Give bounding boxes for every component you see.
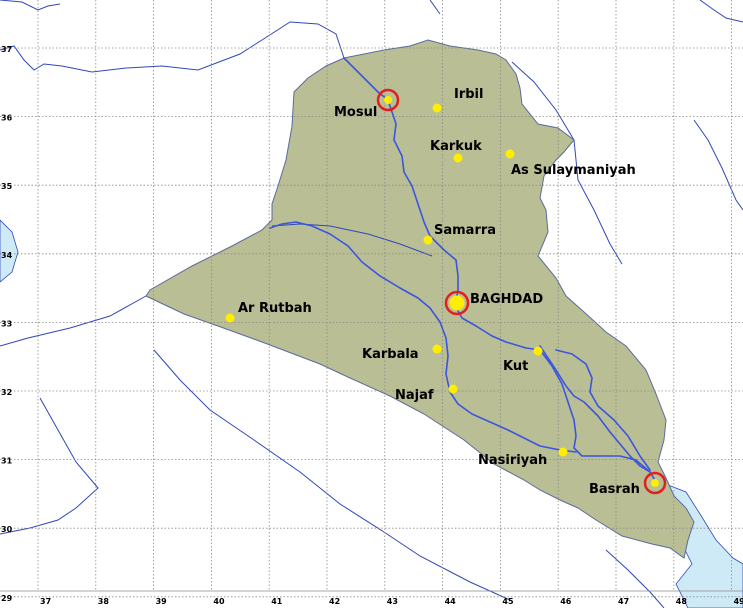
city-as-sulaymaniyah[interactable]: As Sulaymaniyah [505,149,636,179]
city-ring [376,88,400,112]
city-label: Karkuk [430,139,482,154]
border-line-east [511,61,623,265]
city-dot [384,96,392,104]
city-basrah[interactable]: Basrah [589,471,667,497]
city-ring [643,471,667,495]
city-dot [432,344,442,354]
city-label: As Sulaymaniyah [511,163,636,178]
city-mosul[interactable]: Mosul [334,88,400,120]
city-kut[interactable]: Kut [503,346,543,375]
longitude-tick-label: 44 [445,597,457,606]
city-label: Kut [503,359,528,374]
city-karkuk[interactable]: Karkuk [430,139,482,163]
city-label: Mosul [334,105,377,120]
latitude-tick-label: 29 [1,594,13,603]
longitude-tick-label: 42 [329,597,340,606]
longitude-tick-label: 47 [618,597,629,606]
longitude-tick-label: 48 [676,597,688,606]
border-line-west [0,295,147,347]
border-line-northwest [0,0,61,11]
city-dot [225,313,235,323]
longitude-labels: 37 38 39 40 41 42 43 44 45 46 47 48 49 [40,597,743,606]
city-ring [444,290,470,316]
city-irbil[interactable]: Irbil [432,87,484,113]
longitude-tick-label: 49 [734,597,743,606]
longitude-tick-label: 43 [387,597,398,606]
border-line-east-2 [693,119,743,211]
city-label: BAGHDAD [470,292,543,307]
latitude-tick-label: 31 [1,457,13,466]
city-label: Najaf [395,388,434,403]
border-line-saudi [153,349,511,601]
city-label: Ar Rutbah [238,301,312,316]
longitude-tick-label: 37 [40,597,51,606]
latitude-tick-label: 32 [1,388,12,397]
city-karbala[interactable]: Karbala [362,344,442,363]
city-dot [558,447,568,457]
longitude-tick-label: 46 [560,597,572,606]
city-label: Samarra [434,223,496,238]
city-markers: Mosul Irbil Karkuk As Sulaymaniyah Samar… [225,87,667,497]
longitude-tick-label: 45 [502,597,514,606]
city-najaf[interactable]: Najaf [395,384,458,404]
city-label: Karbala [362,347,419,362]
longitude-tick-label: 40 [213,597,225,606]
shatt-branch-river [539,345,651,473]
city-ar-rutbah[interactable]: Ar Rutbah [225,301,312,323]
city-label: Basrah [589,482,640,497]
longitude-tick-label: 39 [156,597,168,606]
border-line-kuwait [605,549,665,608]
border-line-north [0,21,345,73]
latitude-tick-label: 33 [1,319,12,328]
latitude-tick-label: 30 [1,525,13,534]
mediterranean-water [0,219,19,283]
city-baghdad[interactable]: BAGHDAD [444,290,543,316]
longitude-tick-label: 41 [271,597,283,606]
latitude-tick-label: 34 [1,251,13,260]
city-dot [449,295,465,311]
latitude-tick-label: 36 [1,114,13,123]
border-line-southwest [0,397,99,535]
longitude-tick-label: 38 [98,597,110,606]
city-dot [423,235,433,245]
city-dot [505,149,515,159]
city-dot [448,384,458,394]
city-label: Nasiriyah [478,453,547,468]
border-line-north-2 [429,0,441,15]
latitude-tick-label: 35 [1,182,13,191]
city-dot [432,103,442,113]
euphrates-river [269,221,577,453]
latitude-labels: 37 36 35 34 33 32 31 30 29 [1,45,13,603]
city-dot [453,153,463,163]
admin-line-west [271,223,433,257]
city-label: Irbil [454,87,483,102]
city-dot [651,479,659,487]
eastern-tributary-river [555,349,651,471]
border-line-northeast [699,0,743,23]
city-nasiriyah[interactable]: Nasiriyah [478,447,568,469]
latitude-tick-label: 37 [1,45,12,54]
admin-lines [271,223,433,257]
city-samarra[interactable]: Samarra [423,223,497,245]
city-dot [533,346,543,356]
